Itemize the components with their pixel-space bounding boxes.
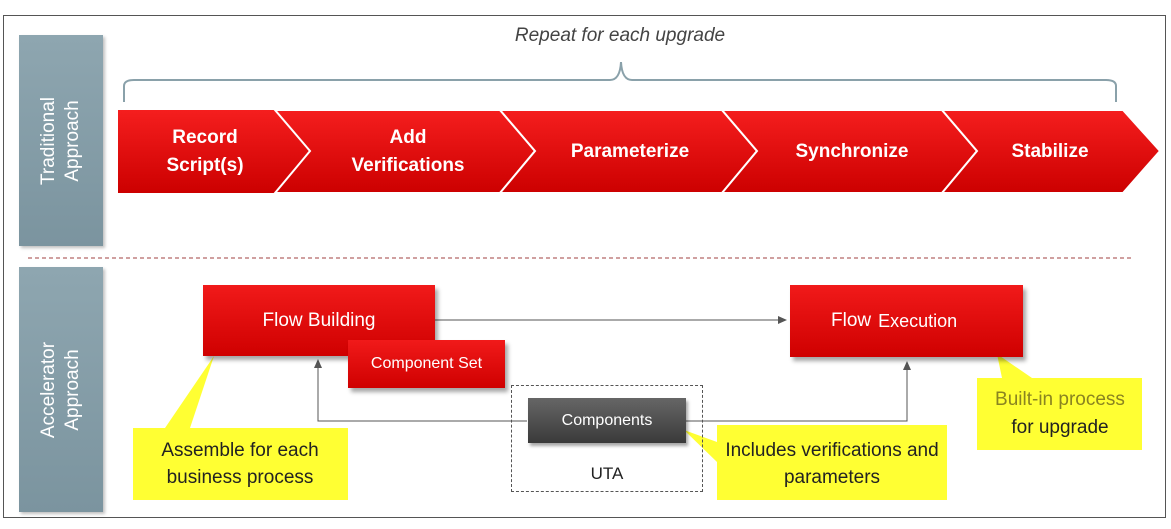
callout-includes: Includes verifications and parameters (725, 440, 939, 488)
component-set-box: Component Set (348, 340, 505, 388)
uta-label: UTA (590, 464, 624, 483)
repeat-label: Repeat for each upgrade (514, 25, 726, 46)
callout-builtin-2: for upgrade (1011, 417, 1109, 438)
step-add-verifications: Add Verifications (351, 127, 465, 176)
uta-group (511, 385, 703, 492)
callout-includes-shape (684, 425, 947, 500)
repeat-brace (123, 61, 1117, 102)
callout-builtin-1: Built-in process (995, 389, 1125, 410)
components-label: Components (561, 411, 653, 429)
flow-execution-box: Flow Execution (790, 285, 1023, 357)
step-record-scripts: Record Script(s) (166, 127, 244, 176)
traditional-side-panel: Traditional Approach (19, 35, 103, 246)
flow-building-label: Flow Building (262, 309, 376, 331)
flow-execution-label-1: Flow (831, 310, 872, 331)
callout-builtin-shape (977, 354, 1142, 450)
flow-execution-label-2: Execution (878, 310, 958, 331)
step-parameterize: Parameterize (570, 141, 690, 162)
arrow-components-to-building (314, 359, 527, 422)
chevron-record-scripts (118, 110, 313, 193)
step-stabilize: Stabilize (1011, 141, 1089, 162)
arrow-components-to-execution (686, 361, 911, 422)
components-box: Components (528, 398, 686, 443)
diagram-frame (3, 15, 1166, 518)
accelerator-side-panel: Accelerator Approach (19, 267, 103, 512)
component-set-label: Component Set (370, 355, 483, 372)
callout-assemble: Assemble for each business process (161, 440, 319, 488)
callout-assemble-shape (133, 356, 348, 500)
step-synchronize: Synchronize (795, 141, 909, 162)
chevron-stabilize (939, 109, 1162, 194)
